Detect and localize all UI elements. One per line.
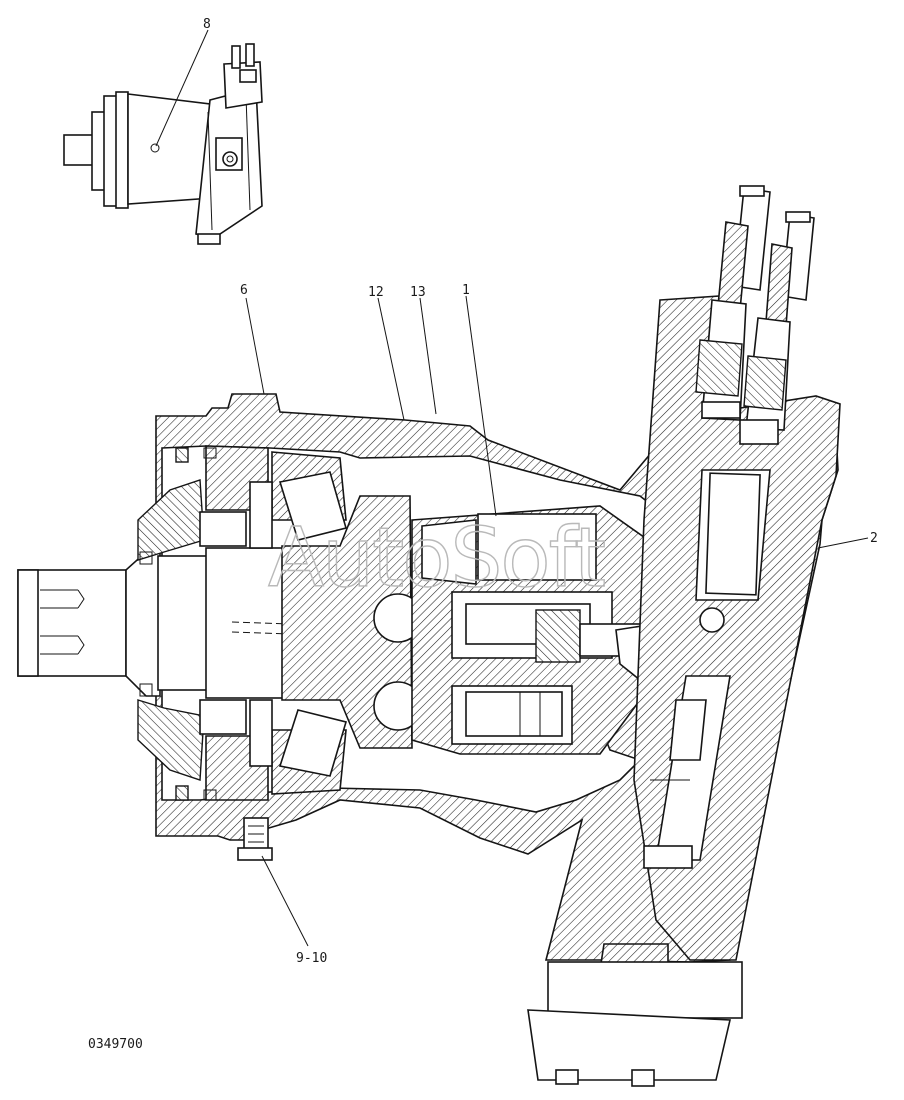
main-section-view xyxy=(17,185,841,1087)
control-valve-left xyxy=(695,185,771,421)
upper-bearing xyxy=(199,445,347,549)
callout-6: 6 xyxy=(240,283,248,298)
callout-1: 1 xyxy=(462,283,470,298)
callout-8: 8 xyxy=(203,17,211,32)
control-valve-right xyxy=(739,211,815,445)
callout-labels: 8 6 12 13 1 2 9-10 xyxy=(203,17,878,966)
callout-12: 12 xyxy=(368,285,384,300)
lower-bearing xyxy=(199,699,348,801)
callout-13: 13 xyxy=(410,285,426,300)
exterior-view xyxy=(63,43,263,245)
document-number: 0349700 xyxy=(88,1037,143,1052)
callout-2: 2 xyxy=(870,531,878,546)
leader-lines xyxy=(155,29,869,947)
watermark: AutoSoft xyxy=(268,511,605,606)
callout-9-10: 9-10 xyxy=(296,951,327,966)
